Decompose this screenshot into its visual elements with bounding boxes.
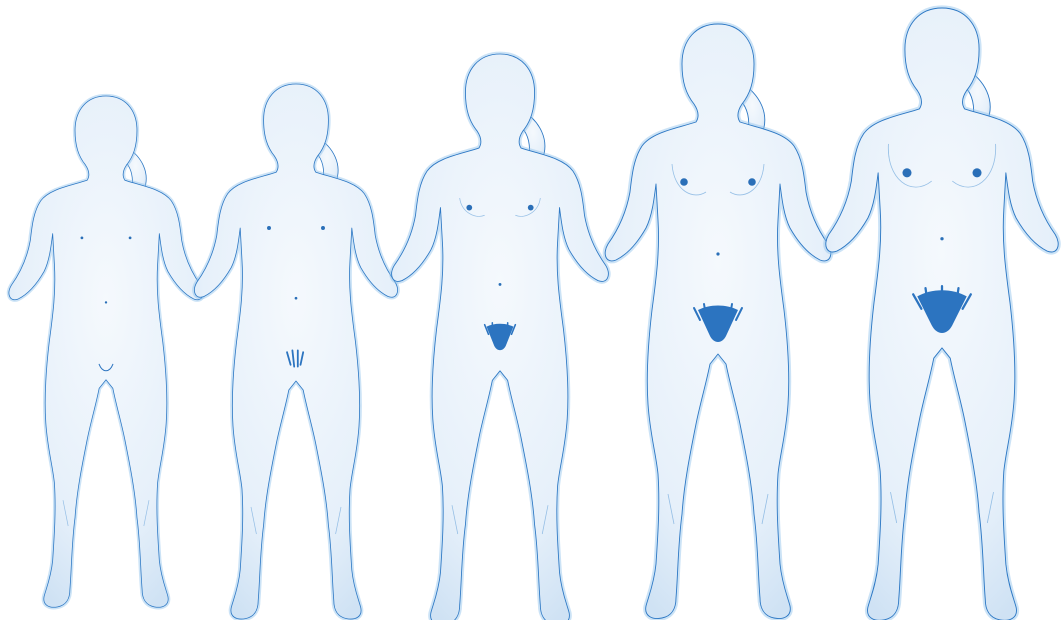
nipple-mark (748, 178, 756, 186)
figure-stage-5 (826, 8, 1058, 620)
figure-stage-1 (9, 96, 203, 607)
navel-mark (295, 297, 298, 300)
nipple-mark (267, 226, 271, 230)
figure-stage-2 (194, 84, 397, 619)
nipple-mark (680, 178, 688, 186)
nipple-mark (902, 168, 911, 177)
navel-mark (105, 301, 107, 303)
nipple-mark (528, 205, 534, 211)
figure-stage-3 (392, 54, 609, 620)
navel-mark (716, 252, 719, 255)
navel-mark (940, 237, 943, 240)
nipple-mark (81, 237, 84, 240)
nipple-mark (129, 237, 132, 240)
nipple-mark (321, 226, 325, 230)
body-silhouette (194, 84, 397, 619)
figure-stage-4 (605, 24, 831, 619)
navel-mark (499, 283, 502, 286)
body-silhouette (9, 96, 203, 607)
nipple-mark (466, 205, 472, 211)
nipple-mark (972, 168, 981, 177)
